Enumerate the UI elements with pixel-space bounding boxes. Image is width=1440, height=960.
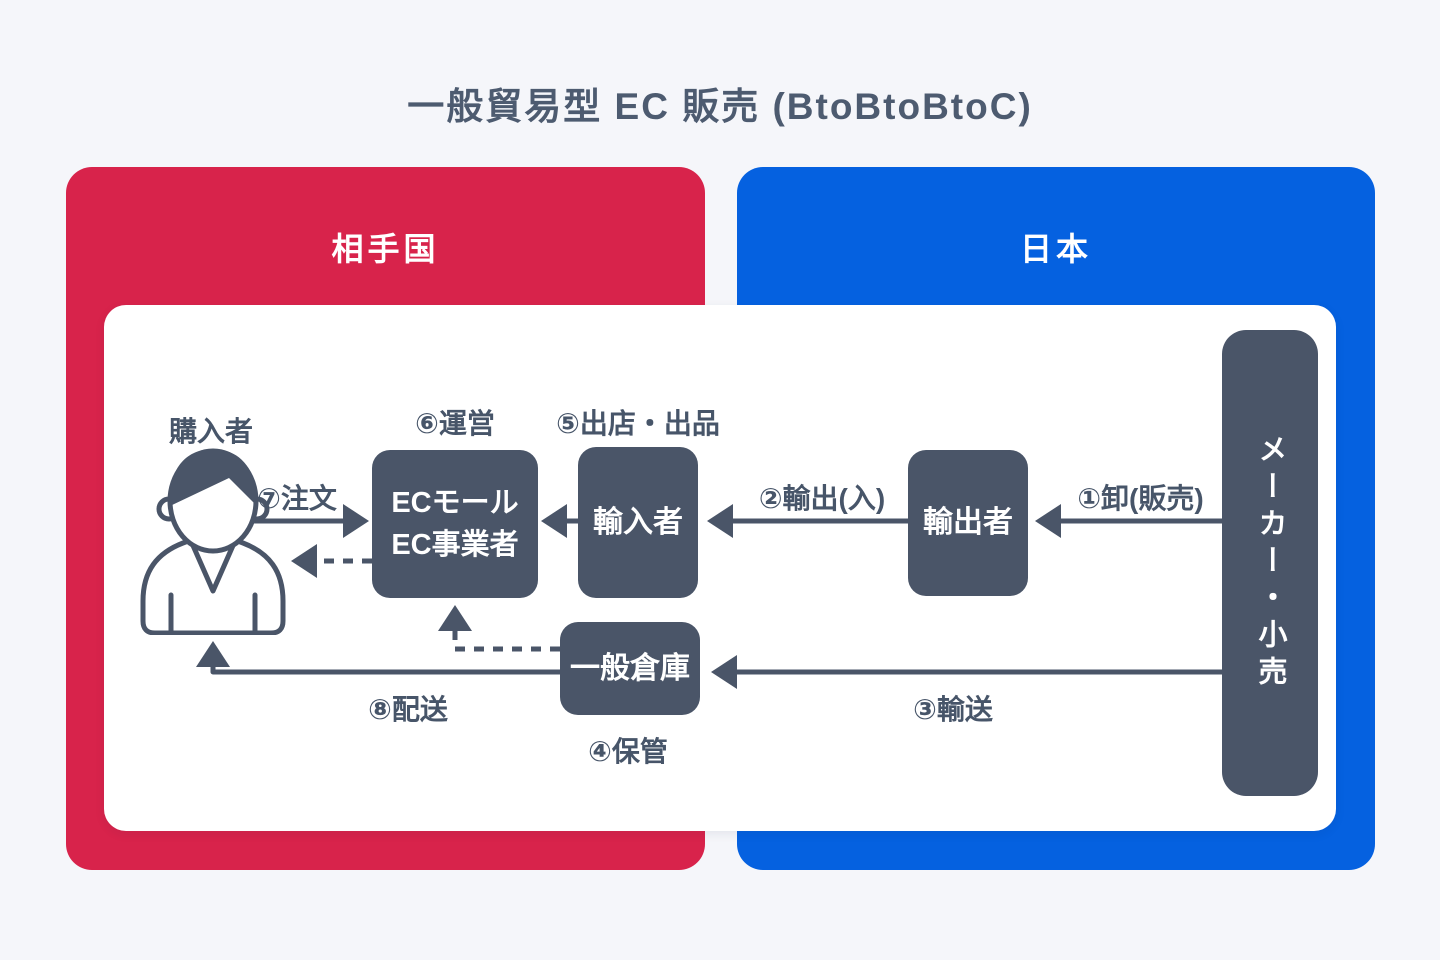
node-importer: 輸入者 — [578, 447, 698, 598]
arrow-warehouse-to-mall-dashed — [438, 605, 560, 652]
label-step2-export: ②輸出(入) — [758, 483, 886, 514]
japan-label: 日本 — [1019, 231, 1092, 267]
node-maker-retail-label: メーカー・小売 — [1254, 433, 1287, 693]
label-step7-order: ⑦注文 — [257, 483, 337, 514]
label-step1-wholesale: ①卸(販売) — [1077, 483, 1204, 514]
node-warehouse-label: 一般倉庫 — [570, 651, 690, 685]
node-ec-mall-line2: EC事業者 — [391, 529, 519, 561]
node-exporter: 輸出者 — [908, 450, 1028, 596]
node-exporter-label: 輸出者 — [923, 506, 1013, 540]
partner-country-label: 相手国 — [331, 231, 440, 267]
label-step6-operation: ⑥運営 — [415, 408, 495, 439]
label-step5-listing: ⑤出店・出品 — [556, 408, 720, 439]
node-ec-mall-line1: ECモール — [391, 486, 519, 519]
node-warehouse: 一般倉庫 — [560, 622, 700, 715]
page-title: 一般貿易型 EC 販売 (BtoBtoBtoC) — [407, 86, 1033, 127]
buyer-label: 購入者 — [168, 416, 253, 447]
buyer-person-icon — [140, 448, 286, 635]
arrow-delivery — [196, 641, 560, 675]
label-step8-delivery: ⑧配送 — [368, 694, 448, 725]
node-maker-retail: メーカー・小売 — [1222, 330, 1318, 796]
node-ec-mall: ECモール EC事業者 — [372, 450, 538, 598]
node-importer-label: 輸入者 — [593, 505, 683, 539]
label-step4-storage: ④保管 — [588, 736, 668, 767]
label-step3-transport: ③輸送 — [913, 694, 993, 725]
